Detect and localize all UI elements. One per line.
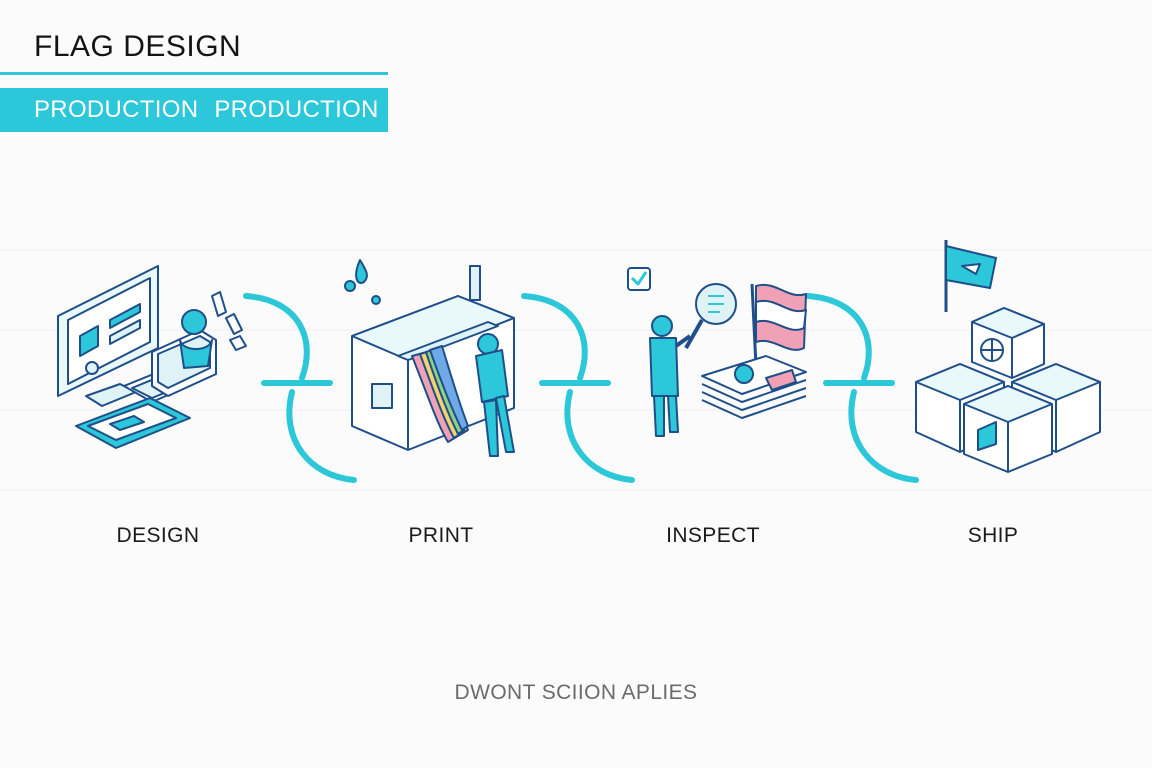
banner-label-left: PRODUCTION: [34, 96, 199, 123]
printer-icon: [344, 259, 515, 457]
title-underline: [0, 72, 388, 75]
page-title: FLAG DESIGN: [34, 30, 242, 63]
connector-design-print: [243, 293, 357, 483]
step-label-design: DESIGN: [116, 524, 200, 547]
production-banner: PRODUCTION PRODUCTION: [0, 88, 388, 132]
step-label-print: PRINT: [408, 524, 474, 547]
footer-caption: DWONT SCIION APLIES: [454, 681, 698, 704]
inspector-icon: [627, 267, 807, 437]
step-label-inspect: INSPECT: [666, 524, 760, 547]
shipping-boxes-icon: [915, 240, 1101, 473]
computer-design-icon: [57, 265, 247, 449]
step-label-ship: SHIP: [967, 524, 1019, 547]
banner-label-right: PRODUCTION: [214, 96, 379, 123]
connector-print-inspect: [521, 293, 635, 483]
connector-inspect-ship: [805, 293, 919, 483]
